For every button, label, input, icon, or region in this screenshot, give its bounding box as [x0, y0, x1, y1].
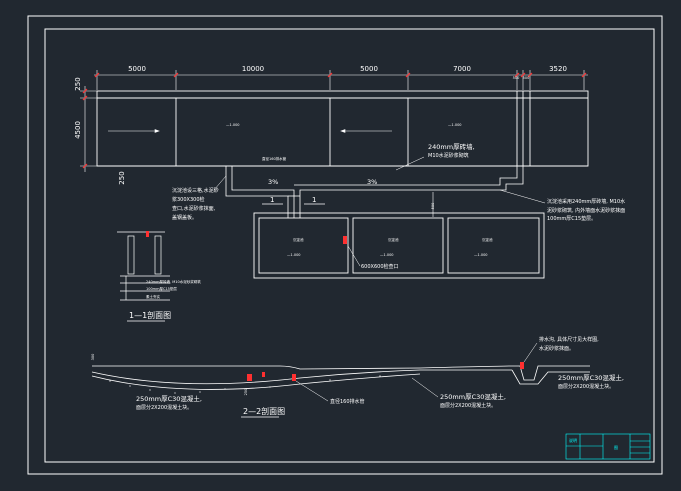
note-left-block: 沉淀池设三格,水泥砂 浆300X300检 查口,水泥砂浆抹面, 盖钢盖板。: [172, 187, 219, 221]
section2-note-mid-leader: [411, 377, 439, 398]
svg-text:浆300X300检: 浆300X300检: [172, 196, 205, 203]
section2-note-left: 250mm厚C30混凝土, 面层分2X200混凝土块。: [136, 394, 202, 411]
svg-text:排水沟, 具体尺寸见大样图,: 排水沟, 具体尺寸见大样图,: [539, 336, 599, 343]
room-elev-1: —1.000: [226, 123, 240, 127]
svg-text:查口,水泥砂浆抹面,: 查口,水泥砂浆抹面,: [172, 205, 216, 212]
svg-text:面层分2X200混凝土块。: 面层分2X200混凝土块。: [558, 383, 614, 390]
svg-text:100mm厚C15垫层。: 100mm厚C15垫层。: [547, 215, 596, 222]
dim-500-a: 500: [513, 76, 520, 80]
section2-note-top-right: 排水沟, 具体尺寸见大样图, 水泥砂浆抹面。: [539, 336, 599, 352]
svg-text:250mm厚C30混凝土,: 250mm厚C30混凝土,: [558, 373, 624, 382]
svg-text:泥砂浆砌筑, 内外墙面水泥砂浆抹面: 泥砂浆砌筑, 内外墙面水泥砂浆抹面: [547, 207, 625, 214]
dim-5000-a: 5000: [128, 65, 146, 73]
section2-red-marks: [247, 362, 524, 381]
tank-elev-1: —1.000: [287, 253, 301, 257]
note-right-block: 沉淀池采用240mm厚砖墙, M10水 泥砂浆砌筑, 内外墙面水泥砂浆抹面 10…: [547, 198, 625, 222]
svg-text:250mm厚C30混凝土,: 250mm厚C30混凝土,: [136, 394, 202, 403]
dim-section2-mid: 250: [244, 389, 248, 396]
section2-gravel: [109, 375, 381, 394]
dim-left-250-top: 250: [74, 77, 82, 90]
section1-layer-2: 100mm厚C15垫层: [146, 286, 177, 291]
svg-text:沉淀池设三格,水泥砂: 沉淀池设三格,水泥砂: [172, 187, 219, 194]
wall-note-line1: 240mm厚砖墙,: [428, 142, 475, 151]
section2-title: 2—2剖面图: [243, 406, 285, 416]
svg-text:面层分2X200混凝土块。: 面层分2X200混凝土块。: [440, 402, 496, 409]
wall-note-leader: [395, 156, 425, 171]
top-dimension-line: [94, 70, 588, 90]
pipe-label-plan: 直径160排水管: [262, 156, 287, 161]
dim-7000: 7000: [453, 65, 471, 73]
dim-10000: 10000: [242, 65, 264, 73]
svg-text:盖钢盖板。: 盖钢盖板。: [172, 214, 197, 221]
inner-frame: [44, 28, 655, 463]
slope-left: 3%: [268, 178, 278, 186]
drain-pipes: [225, 166, 524, 218]
tank-label-3: 沉淀池: [482, 237, 493, 242]
left-dimension-ticks: [82, 88, 88, 169]
section2-note-top-right-leader: [523, 342, 538, 363]
tank-elev-2: —1.000: [380, 253, 394, 257]
tank-hole-leader: [347, 245, 361, 267]
settling-tank: [253, 212, 545, 279]
tank-hole-label: 600X600检查口: [361, 263, 399, 270]
flow-arrows: [108, 129, 392, 133]
section1-layer-1: 240mm厚砖墙, M10水泥砂浆砌筑: [146, 279, 201, 284]
dim-pipe-drop: 500: [431, 203, 435, 210]
dim-500-b: 500: [523, 76, 530, 80]
svg-text:250mm厚C30混凝土,: 250mm厚C30混凝土,: [440, 392, 506, 401]
section1-pipe-marker: [146, 231, 149, 237]
dim-5000-b: 5000: [360, 65, 378, 73]
section1-drawing: [117, 231, 170, 301]
section2-ground: [91, 365, 590, 390]
section1-title: 1—1剖面图: [129, 310, 171, 320]
title-block: [565, 433, 651, 460]
dim-section2-left: 300: [91, 354, 95, 361]
slab-plan: [96, 90, 589, 167]
tank-label-2: 沉淀池: [388, 237, 399, 242]
section-mark-1-left: 1: [270, 196, 274, 204]
section2-note-mid: 250mm厚C30混凝土, 面层分2X200混凝土块。: [440, 392, 506, 409]
svg-text:沉淀池采用240mm厚砖墙, M10水: 沉淀池采用240mm厚砖墙, M10水: [547, 198, 625, 205]
title-block-label: 说明: [569, 437, 577, 443]
section-mark-1-right: 1: [312, 196, 316, 204]
outer-frame: [27, 15, 663, 475]
section2-pipe-label: 直径160排水管: [330, 398, 365, 405]
section2-pipe-leader: [295, 380, 329, 402]
svg-text:面层分2X200混凝土块。: 面层分2X200混凝土块。: [136, 404, 192, 411]
top-dimension-ticks: [94, 72, 587, 78]
dim-3520: 3520: [549, 65, 567, 73]
section1-layer-3: 素土夯实: [146, 294, 160, 299]
room-elev-2: —1.000: [448, 123, 462, 127]
tank-inlet-marker: [343, 236, 347, 244]
slope-right: 3%: [367, 178, 377, 186]
dim-left-4500: 4500: [74, 121, 82, 139]
wall-note-line2: M10水泥砂浆砌筑: [428, 152, 469, 159]
note-right-leader: [499, 189, 546, 204]
svg-text:水泥砂浆抹面。: 水泥砂浆抹面。: [539, 345, 574, 352]
note-left-leader: [213, 175, 227, 191]
section2-note-right: 250mm厚C30混凝土, 面层分2X200混凝土块。: [558, 373, 624, 390]
dim-left-250-bottom: 250: [118, 171, 126, 184]
tank-label-1: 沉淀池: [293, 237, 304, 242]
title-block-sheet: 图: [614, 444, 618, 450]
tank-elev-3: —1.000: [474, 253, 488, 257]
